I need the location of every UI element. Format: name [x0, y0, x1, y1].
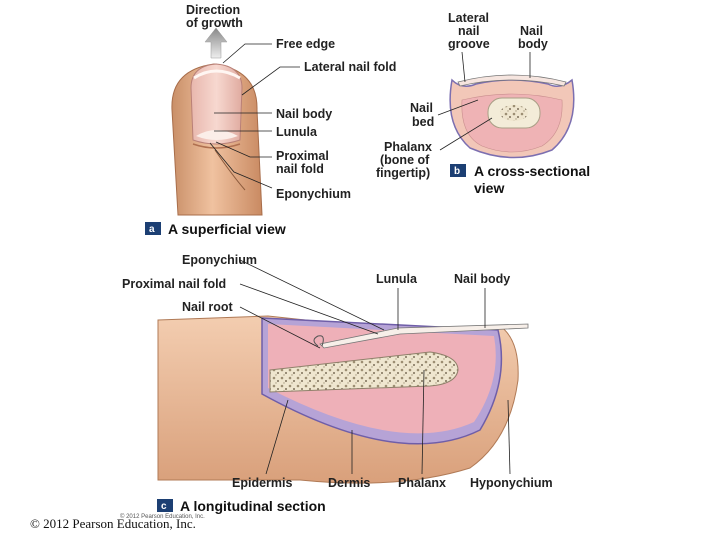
panel-b-title-line-2: view [474, 180, 504, 196]
proximal-nail-fold-label-c: Proximal nail fold [122, 277, 226, 291]
nail-body-label-b-1: Nail [520, 24, 543, 38]
cross-section-nail-plate [457, 74, 567, 87]
proximal-nail-fold-label-2: nail fold [276, 162, 324, 176]
eponychium-label-a: Eponychium [276, 187, 351, 201]
small-copyright-notice: © 2012 Pearson Education, Inc. [120, 514, 205, 520]
free-edge-illustration [193, 69, 241, 80]
lunula-label-a: Lunula [276, 125, 318, 139]
proximal-fold-crease [192, 143, 241, 149]
copyright-notice: © 2012 Pearson Education, Inc. [30, 516, 196, 531]
hyponychium-label: Hyponychium [470, 476, 553, 490]
direction-of-growth-label-1: Direction [186, 3, 240, 17]
cross-section-marrow [500, 105, 528, 121]
panel-c-badge [157, 499, 173, 512]
direction-of-growth-label-2: of growth [186, 16, 243, 30]
finger-crease [214, 149, 246, 191]
epidermis-label: Epidermis [232, 476, 292, 490]
lateral-nail-fold-label: Lateral nail fold [304, 60, 396, 74]
direction-of-growth-arrow-icon [204, 27, 228, 59]
nail-body-label-c: Nail body [454, 272, 510, 286]
lateral-nail-groove-label-1: Lateral [448, 11, 489, 25]
phalanx-label-c: Phalanx [398, 476, 446, 490]
phalanx-label-b-2: (bone of [380, 153, 430, 167]
nail-root-curl [313, 335, 324, 347]
lateral-nail-groove-label-3: groove [448, 37, 490, 51]
nail-bed-label-1: Nail [410, 101, 433, 115]
eponychium-label-c: Eponychium [182, 253, 257, 267]
phalanx-label-b-3: fingertip) [376, 166, 430, 180]
lunula-illustration [196, 130, 238, 140]
nail-plate-illustration [190, 63, 243, 145]
panel-c-leader-lines [239, 259, 511, 475]
nail-root-label: Nail root [182, 300, 234, 314]
lunula-label-c: Lunula [376, 272, 418, 286]
panel-a-badge-letter: a [149, 224, 155, 235]
panel-b-badge-letter: b [454, 166, 460, 177]
nail-bed-label-2: bed [412, 115, 434, 129]
longitudinal-phalanx [269, 351, 459, 393]
panel-b-title-line-1: A cross-sectional [474, 163, 590, 179]
panel-a-superficial-view: Direction of growth Free edge Lateral na… [145, 3, 396, 237]
panel-c-title: A longitudinal section [180, 498, 326, 514]
nail-body-label-a: Nail body [276, 107, 332, 121]
panel-a-leader-lines [209, 43, 300, 189]
phalanx-label-b-1: Phalanx [384, 140, 432, 154]
lateral-nail-groove-label-2: nail [458, 24, 480, 38]
proximal-nail-fold-label-1: Proximal [276, 149, 329, 163]
nail-body-label-b-2: body [518, 37, 548, 51]
panel-a-badge [145, 222, 161, 235]
panel-c-longitudinal-section: Eponychium Proximal nail fold Nail root … [122, 253, 553, 514]
panel-c-badge-letter: c [161, 501, 167, 512]
panel-b-leader-lines [437, 51, 531, 151]
panel-b-cross-section: Lateral nail groove Nail body Nail bed P… [376, 11, 590, 196]
free-edge-label: Free edge [276, 37, 335, 51]
panel-b-badge [450, 164, 466, 177]
panel-a-title: A superficial view [168, 221, 286, 237]
dermis-label: Dermis [328, 476, 370, 490]
